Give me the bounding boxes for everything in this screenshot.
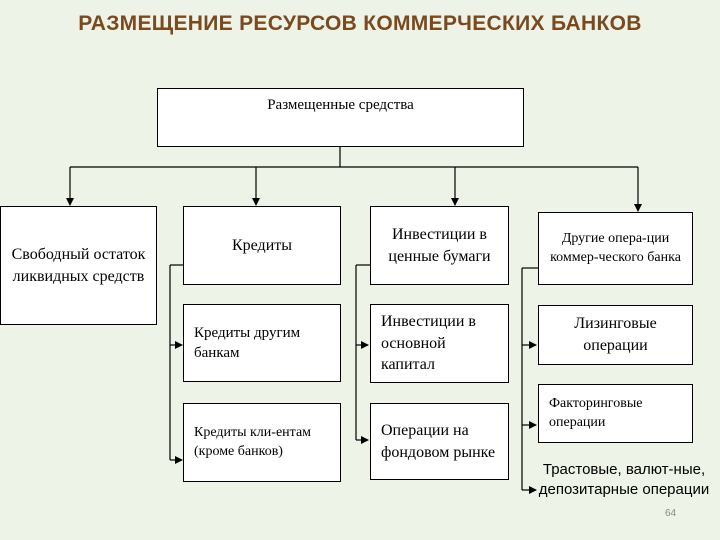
credits-clients-box: Кредиты кли-ентам (кроме банков) [183,403,341,482]
credits-banks-box: Кредиты другим банкам [183,304,341,382]
trust-ops-text: Трастовые, валют-ные, депозитарные опера… [538,461,710,498]
stock-market-box: Операции на фондовом рынке [370,403,509,480]
free-balance-box: Свободный остаток ликвидных средств [0,206,157,325]
factoring-box: Факторинговые операции [538,384,693,443]
credits-box: Кредиты [183,206,341,285]
invest-capital-box: Инвестиции в основной капитал [370,304,509,383]
other-ops-box: Другие опера-ции коммер-ческого банка [538,212,693,285]
page-number: 64 [665,508,677,519]
leasing-box: Лизинговые операции [538,305,693,365]
investments-box: Инвестиции в ценные бумаги [370,206,509,285]
root-box: Размещенные средства [157,88,524,147]
slide-title: РАЗМЕЩЕНИЕ РЕСУРСОВ КОММЕРЧЕСКИХ БАНКОВ [78,12,642,35]
